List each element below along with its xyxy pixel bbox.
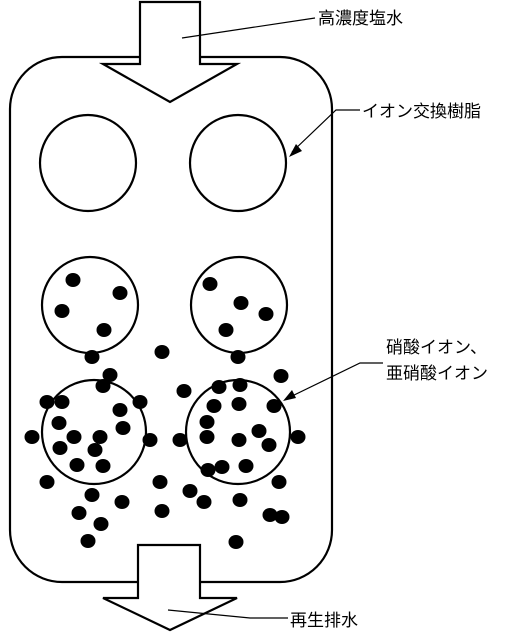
ion-dot — [214, 460, 230, 474]
leader-ions-arrowhead — [283, 390, 296, 401]
ion-dot — [87, 443, 103, 457]
ion-dot — [271, 475, 287, 489]
label-outlet: 再生排水 — [290, 611, 358, 631]
ion-dot — [202, 277, 218, 291]
label-resin: イオン交換樹脂 — [362, 102, 481, 122]
ion-dot — [230, 350, 246, 364]
ion-dot — [65, 273, 81, 287]
ion-dot — [176, 384, 192, 398]
ion-dot — [24, 430, 40, 444]
ion-dot — [199, 415, 215, 429]
ion-dot — [258, 307, 274, 321]
ion-dot — [274, 510, 290, 524]
resin-bead-top-left — [38, 113, 138, 213]
ion-dot — [262, 508, 278, 522]
ion-dot — [232, 378, 248, 392]
leader-resin — [291, 109, 360, 153]
ion-dot — [95, 379, 111, 393]
ion-dot — [115, 421, 131, 435]
label-ions-line2: 亜硝酸イオン — [386, 364, 488, 384]
ion-dot — [266, 399, 282, 413]
ion-dot — [251, 424, 267, 438]
ion-dot — [112, 286, 128, 300]
ion-dot — [112, 403, 128, 417]
inlet-arrow — [98, 0, 242, 104]
ion-dot — [152, 475, 168, 489]
ion-dot — [238, 459, 254, 473]
ion-dot — [51, 416, 67, 430]
ion-dot — [199, 430, 215, 444]
ion-dot — [52, 441, 68, 455]
ion-dot — [93, 517, 109, 531]
leader-outlet — [167, 609, 288, 619]
label-ions-line1: 硝酸イオン、 — [386, 338, 487, 358]
ion-dot — [92, 430, 108, 444]
ion-dot — [39, 395, 55, 409]
ion-dot — [211, 380, 227, 394]
leader-resin-arrowhead — [289, 144, 302, 157]
ion-dot — [80, 534, 96, 548]
ion-dot — [54, 395, 70, 409]
leader-ions — [287, 362, 383, 399]
resin-bead-mid-left — [40, 255, 140, 355]
ion-dot — [232, 493, 248, 507]
ion-dot — [84, 488, 100, 502]
ion-dot — [54, 304, 70, 318]
ion-dot — [261, 438, 277, 452]
ion-dot — [69, 458, 85, 472]
leader-inlet — [181, 17, 316, 39]
ion-dot — [132, 395, 148, 409]
ion-dot — [71, 506, 87, 520]
ion-dot — [233, 296, 249, 310]
ion-dot — [39, 475, 55, 489]
ion-dot — [290, 430, 306, 444]
resin-bead-top-right — [188, 113, 288, 213]
ion-dot — [231, 433, 247, 447]
ion-dot — [182, 484, 198, 498]
ion-dot — [200, 463, 216, 477]
ion-dot — [196, 495, 212, 509]
ion-dot — [172, 433, 188, 447]
ion-dot — [96, 323, 112, 337]
ion-dot — [154, 345, 170, 359]
ion-dot — [218, 323, 234, 337]
ion-dot — [66, 430, 82, 444]
ion-dot — [231, 397, 247, 411]
ion-dot — [206, 399, 222, 413]
ion-dot — [273, 369, 289, 383]
ion-particles — [24, 273, 306, 549]
resin-bead-low-left — [40, 378, 148, 486]
ion-dot — [114, 495, 130, 509]
ion-dot — [84, 350, 100, 364]
ion-dot — [228, 535, 244, 549]
ion-dot — [142, 433, 158, 447]
ion-dot — [154, 504, 170, 518]
ion-dot — [102, 368, 118, 382]
label-inlet: 高濃度塩水 — [318, 9, 403, 29]
ion-dot — [95, 459, 111, 473]
